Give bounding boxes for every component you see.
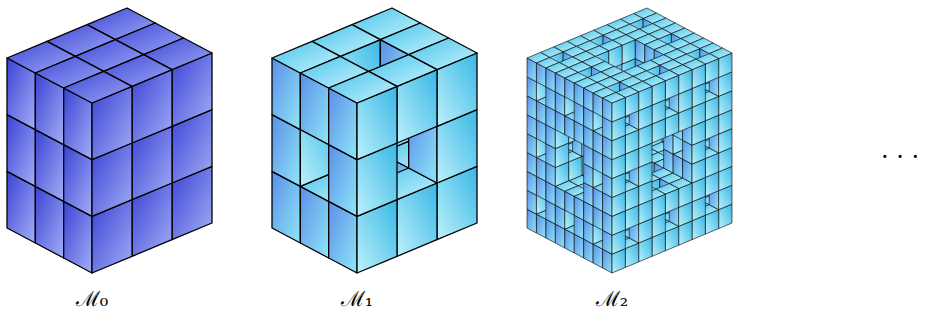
- iteration-label: ℳ₁: [341, 288, 373, 311]
- continuation-dots: . . .: [881, 137, 919, 163]
- iteration-label: ℳ₂: [596, 288, 628, 311]
- iteration-label: ℳ₀: [76, 288, 108, 311]
- sponge-cubes: [7, 8, 732, 273]
- cube-top-face: [603, 92, 626, 103]
- cube-top-face: [329, 71, 397, 103]
- cube-top-face: [64, 71, 132, 103]
